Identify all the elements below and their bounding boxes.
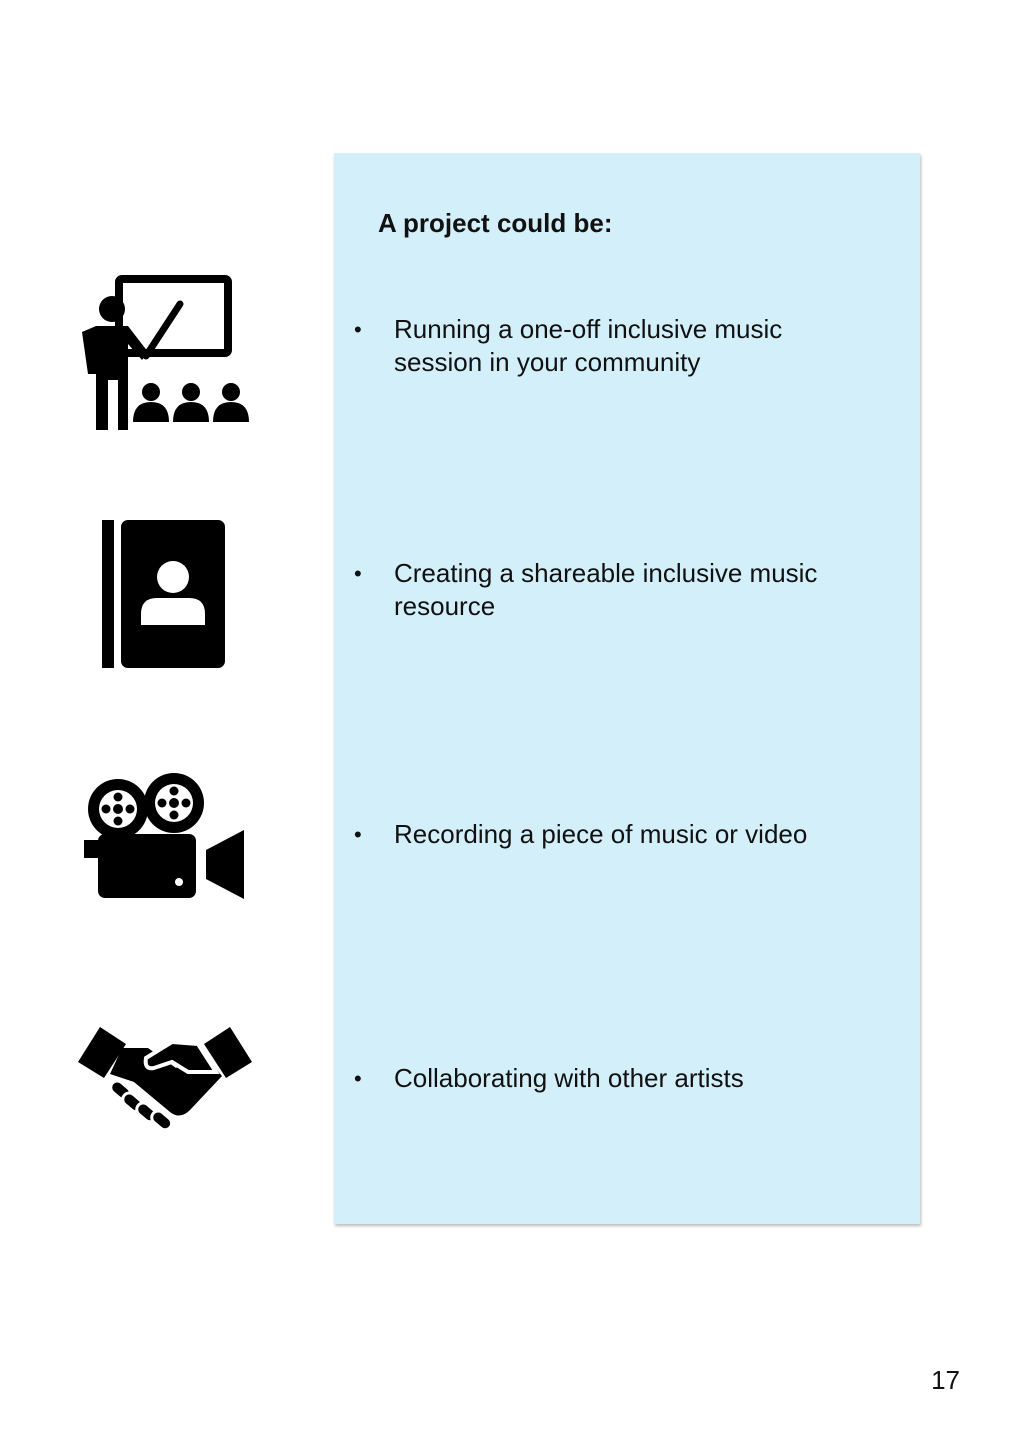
contact-book-icon: [100, 518, 228, 670]
teacher-presentation-icon: [76, 274, 252, 434]
list-item-text: Running a one-off inclusive music sessio…: [394, 314, 783, 377]
panel-heading: A project could be:: [378, 208, 613, 238]
bullet: •: [354, 317, 362, 342]
list-item-text: Collaborating with other artists: [394, 1063, 744, 1093]
handshake-icon: [76, 1022, 254, 1134]
list-item-text: Creating a shareable inclusive music res…: [394, 558, 818, 621]
bullet: •: [354, 561, 362, 586]
list-item-text: Recording a piece of music or video: [394, 819, 808, 849]
bullet: •: [354, 1066, 362, 1091]
project-ideas-panel: A project could be: • Running a one-off …: [334, 153, 920, 1224]
movie-camera-icon: [82, 772, 248, 902]
page-number: 17: [931, 1365, 960, 1395]
bullet: •: [354, 822, 362, 847]
